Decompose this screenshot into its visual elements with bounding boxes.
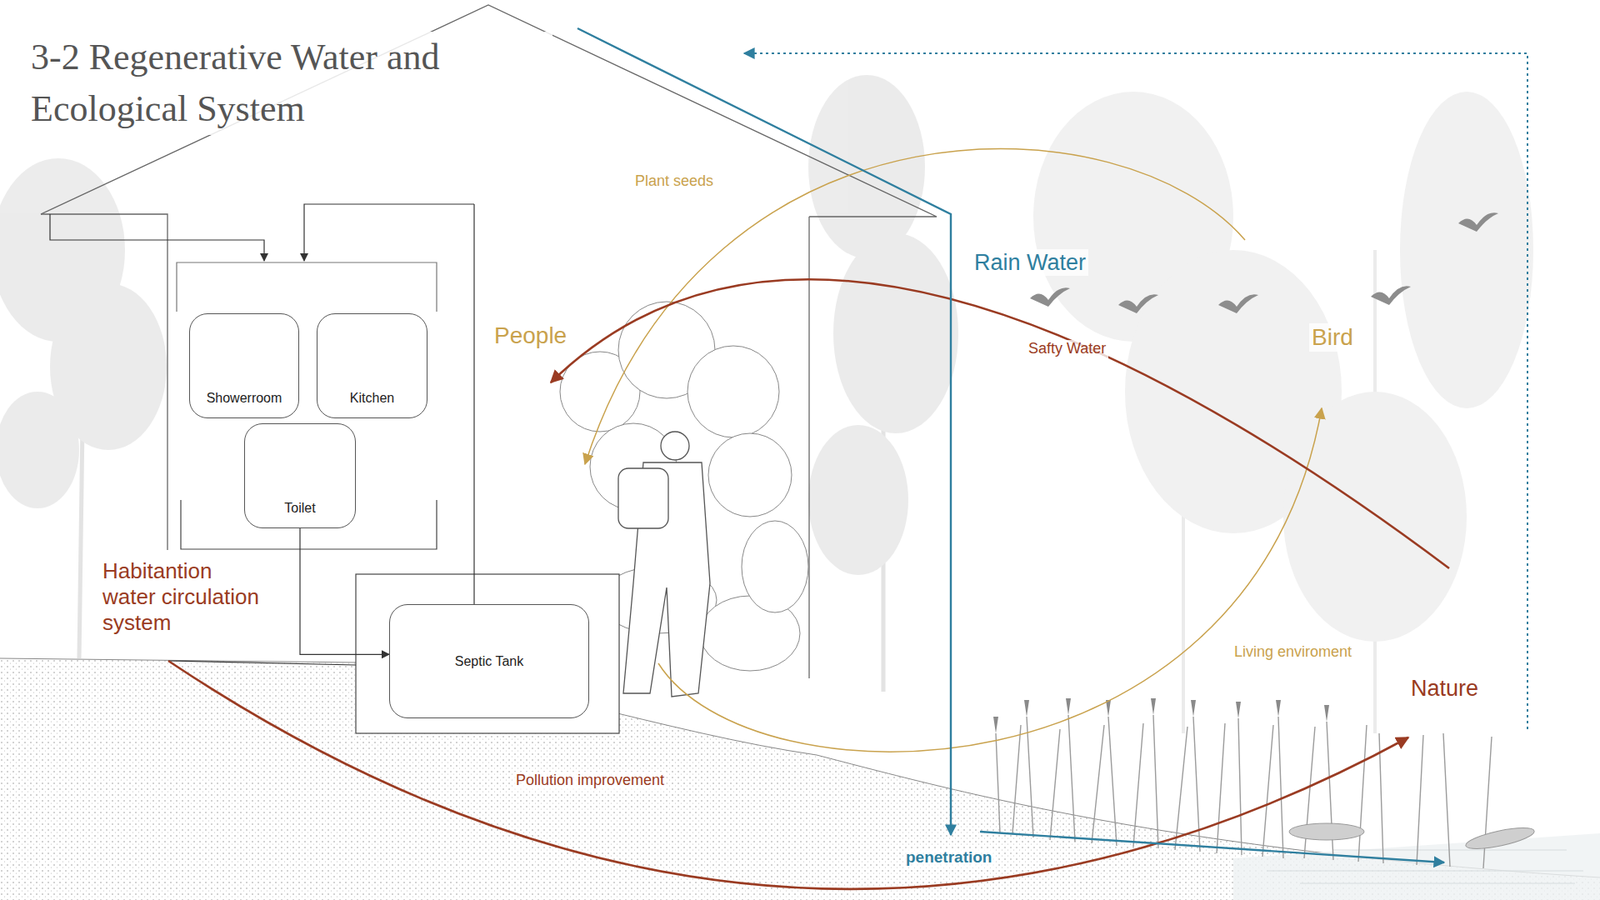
- house-right-wall: [808, 216, 810, 679]
- node-label: Toilet: [284, 500, 315, 516]
- annotation-label: Nature: [1408, 675, 1481, 702]
- water-surface: [1233, 833, 1600, 900]
- ground-stipple: [0, 658, 1600, 900]
- diagram-title: 3-2 Regenerative Water and Ecological Sy…: [25, 31, 553, 135]
- annotation-label: Plant seeds: [632, 172, 716, 191]
- ground-line: [0, 658, 1600, 878]
- annotation-label: penetration: [903, 848, 995, 868]
- infiltration-path: [980, 831, 1445, 863]
- fish: [1464, 823, 1536, 853]
- node-label: Septic Tank: [455, 654, 524, 670]
- annotation-label: Safty Water: [1025, 340, 1109, 359]
- annotation-label: Habitantion water circulation system: [100, 558, 272, 637]
- tree-crown: [1283, 391, 1467, 642]
- birds: [1030, 212, 1499, 314]
- tank-box: Septic Tank: [389, 604, 590, 719]
- flow-connector: [300, 528, 390, 655]
- bush-leaf: [741, 520, 809, 613]
- room-bracket-top: [176, 262, 437, 312]
- person-head: [660, 431, 690, 460]
- bird-silhouette: [1458, 212, 1499, 232]
- tree-crown: [808, 75, 925, 259]
- habitat-arc: [658, 408, 1322, 752]
- fish: [1289, 823, 1365, 840]
- person-backpack: [618, 468, 669, 529]
- septic-housing: [355, 574, 620, 734]
- annotation-label: Bird: [1309, 323, 1356, 352]
- water-ripples: [1266, 850, 1584, 884]
- water-pipe: [168, 660, 356, 665]
- far-trees: [1033, 91, 1534, 734]
- bird-silhouette: [1030, 287, 1070, 307]
- annotation-label: Rain Water: [971, 249, 1089, 276]
- room-box: Showerroom: [189, 313, 300, 419]
- bird-silhouette: [1370, 285, 1411, 305]
- annotation-label: Living enviroment: [1231, 643, 1355, 662]
- person-figure: [618, 431, 710, 697]
- bird-silhouette: [1218, 294, 1259, 314]
- evaporation-cycle: [744, 53, 1528, 730]
- annotation-label: Pollution improvement: [513, 771, 667, 790]
- water-pipe: [50, 214, 265, 261]
- reeds: [995, 715, 1492, 869]
- tree-lobe: [687, 345, 780, 438]
- house-left-wall: [40, 214, 168, 550]
- tree-crown: [0, 391, 80, 509]
- room-box: Kitchen: [316, 313, 428, 419]
- annotation-label: People: [491, 321, 570, 350]
- safe-water-arc: [550, 279, 1450, 569]
- tree-crown: [1400, 91, 1534, 409]
- node-label: Showerroom: [206, 390, 283, 406]
- tree-crown: [808, 425, 909, 575]
- water-pipe: [473, 204, 475, 605]
- bird-silhouette: [1118, 294, 1159, 314]
- tree-lobe: [708, 433, 792, 517]
- room-box: Toilet: [244, 423, 356, 529]
- pollution-arc: [168, 660, 1409, 890]
- tree-crown: [833, 233, 959, 434]
- node-label: Kitchen: [350, 390, 395, 406]
- rain-path: [577, 28, 951, 835]
- water-pipe: [304, 204, 475, 261]
